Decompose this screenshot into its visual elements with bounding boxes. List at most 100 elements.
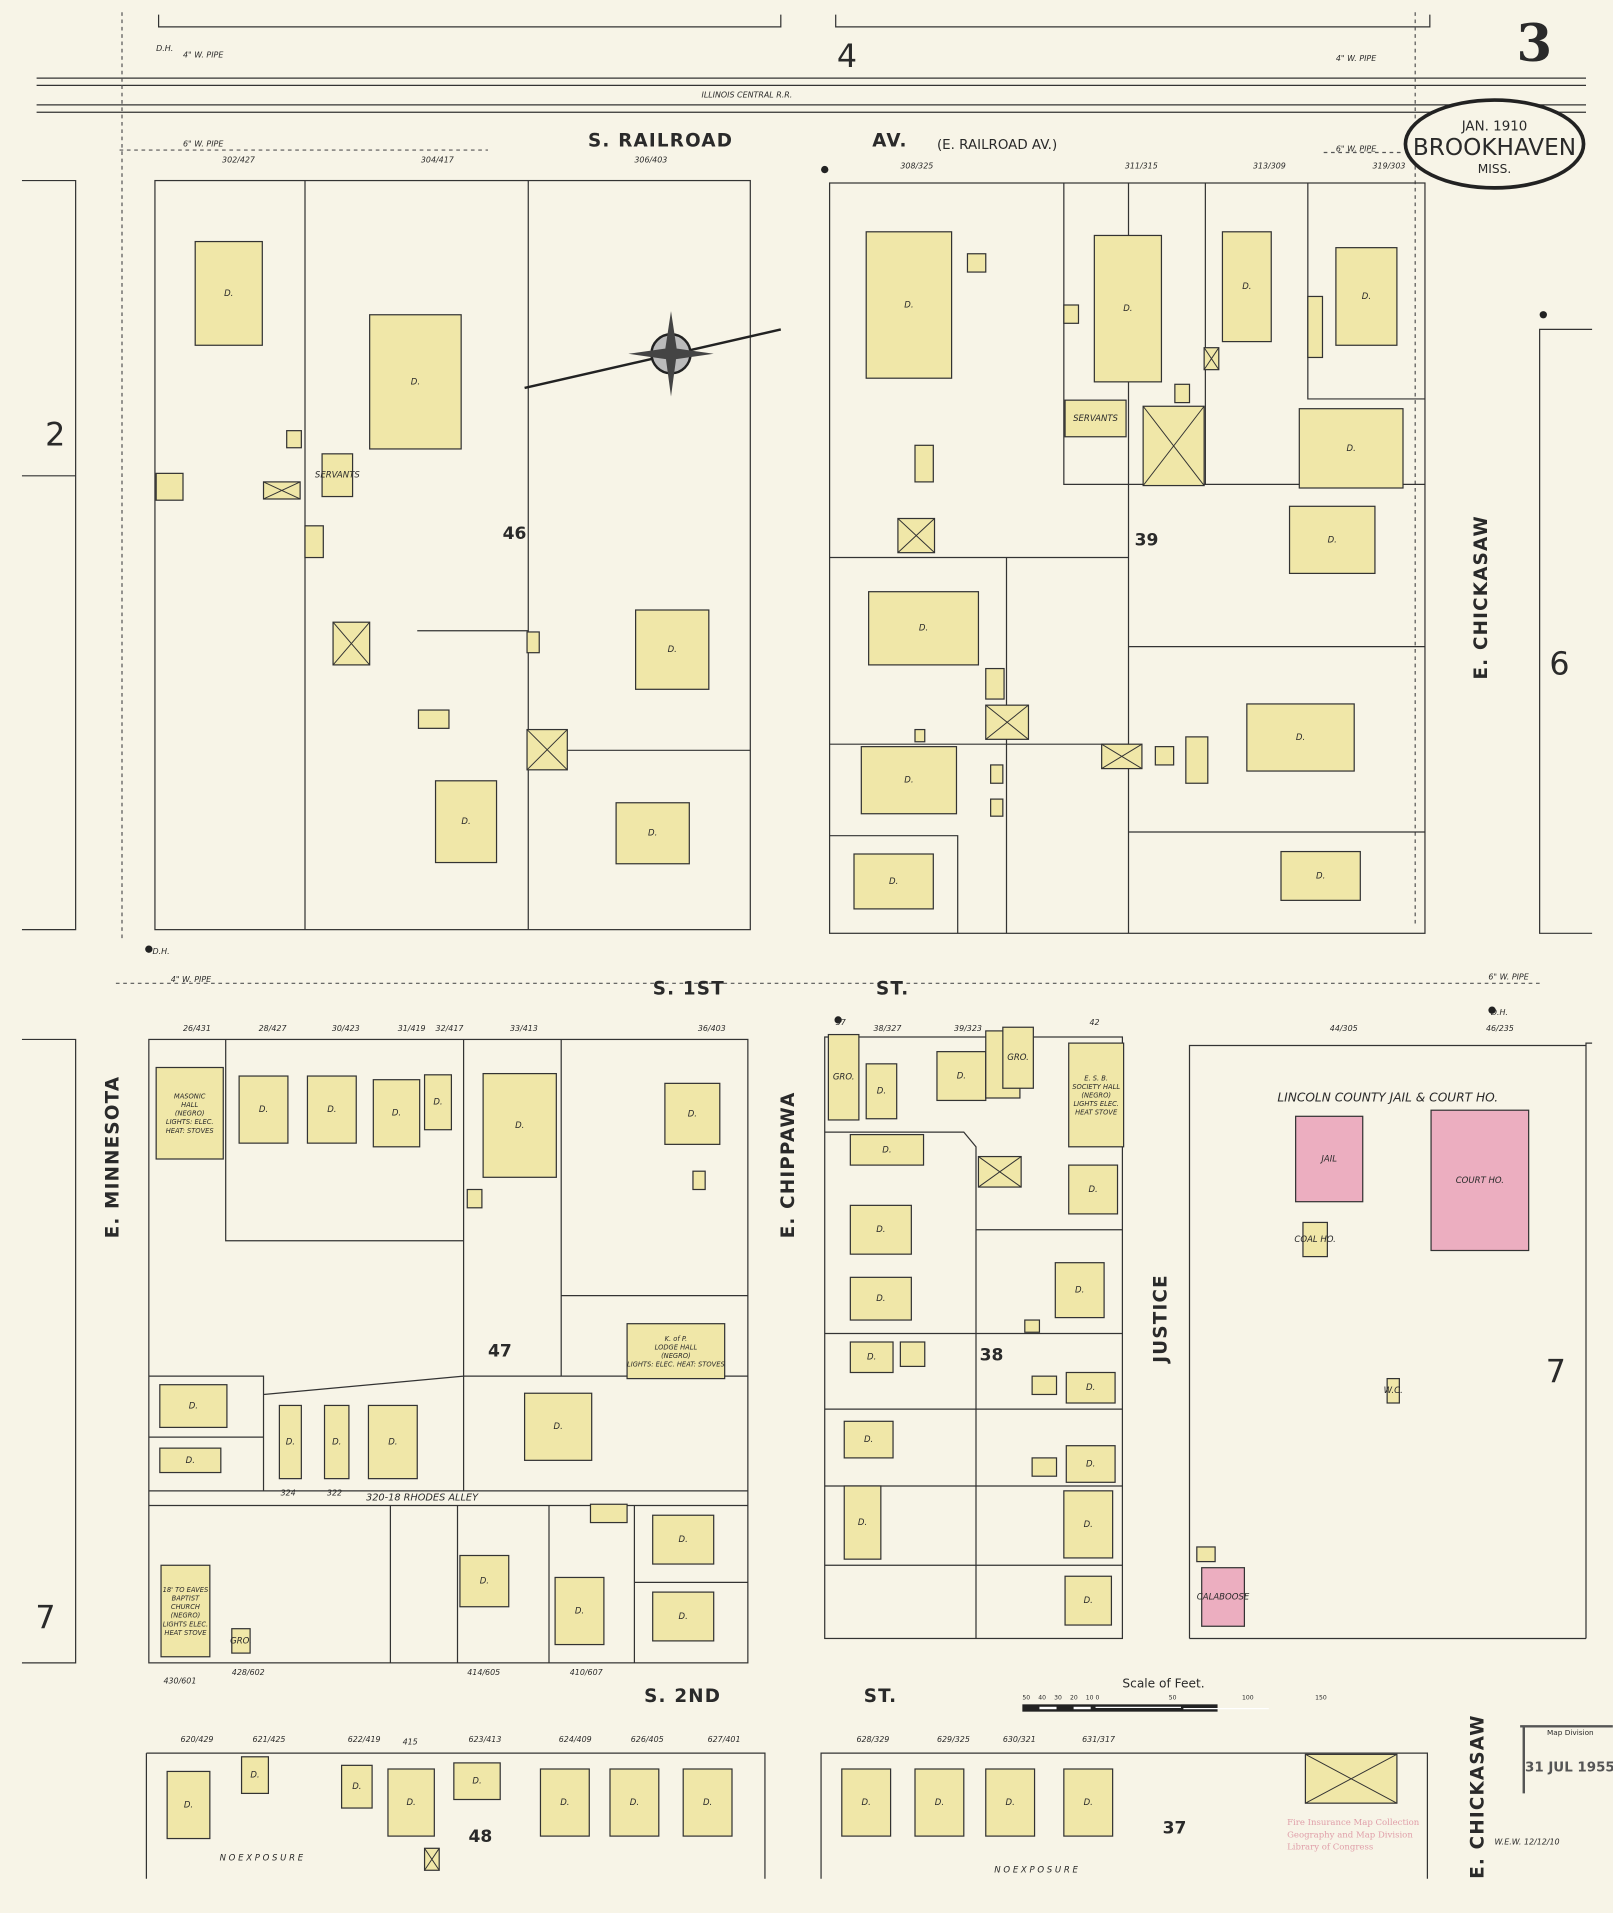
building-dwelling: D. bbox=[159, 1447, 222, 1474]
adjoining-sheet-7[interactable]: 7 bbox=[35, 1601, 55, 1637]
building-dwelling: D. bbox=[387, 1768, 435, 1837]
block-number: 48 bbox=[468, 1827, 492, 1847]
svg-text:Library of Congress: Library of Congress bbox=[1287, 1843, 1373, 1853]
building-label: COAL HO. bbox=[1294, 1235, 1335, 1245]
building-label: D. bbox=[876, 1294, 885, 1304]
pipe-label: 6" W. PIPE bbox=[183, 139, 223, 148]
building-dwelling: D. bbox=[865, 1063, 898, 1120]
building-label: D. bbox=[1086, 1459, 1095, 1469]
address-number: 37 bbox=[836, 1018, 846, 1027]
building bbox=[466, 1188, 483, 1209]
address-number: 622/419 bbox=[348, 1735, 381, 1744]
pipe-label: 4" W. PIPE bbox=[183, 50, 223, 59]
building-label: LIGHTS ELEC. bbox=[1073, 1100, 1118, 1108]
building-label: D. bbox=[1347, 444, 1356, 454]
building-label: D. bbox=[259, 1105, 268, 1115]
scale-tick: 150 bbox=[1315, 1694, 1327, 1701]
building-label: D. bbox=[904, 300, 913, 310]
block-number: 37 bbox=[1163, 1819, 1187, 1839]
building-label: D. bbox=[867, 1353, 876, 1363]
map-date: JAN. 1910 bbox=[1461, 120, 1528, 135]
building-dwelling: D. bbox=[434, 780, 498, 864]
building-dwelling: D. bbox=[369, 314, 462, 450]
hydrant-label: D.H. bbox=[153, 947, 170, 956]
building-label: LIGHTS: ELEC. HEAT: STOVES bbox=[627, 1360, 726, 1368]
building-dwelling: D. bbox=[936, 1051, 987, 1102]
adjoining-sheet-4[interactable]: 4 bbox=[837, 39, 857, 75]
address-number: 319/303 bbox=[1373, 161, 1406, 170]
rhodes-alley: 320-18 RHODES ALLEY bbox=[366, 1493, 479, 1504]
block-number: 39 bbox=[1135, 530, 1159, 550]
building-dwelling: D. bbox=[1280, 850, 1361, 901]
building-label: SOCIETY HALL bbox=[1072, 1083, 1120, 1091]
building bbox=[423, 1847, 440, 1871]
scale-tick: 30 bbox=[1054, 1694, 1062, 1701]
building-label: D. bbox=[1296, 733, 1305, 743]
building-label: D. bbox=[648, 829, 657, 839]
address-number: 42 bbox=[1089, 1018, 1099, 1027]
building bbox=[1203, 347, 1220, 371]
building-dwelling: D. bbox=[985, 1768, 1036, 1837]
building-dwelling: D. bbox=[367, 1404, 418, 1480]
address-number: 31/419 bbox=[398, 1024, 426, 1033]
building-label: D. bbox=[554, 1422, 563, 1432]
building-label: D. bbox=[184, 1800, 193, 1810]
building-label: D. bbox=[957, 1071, 966, 1081]
building-servants: SERVANTS bbox=[315, 453, 360, 498]
pipe-label: 4" W. PIPE bbox=[1336, 54, 1376, 63]
building-label: D. bbox=[433, 1098, 442, 1108]
hydrant-label: D.H. bbox=[156, 44, 173, 53]
building bbox=[897, 517, 936, 554]
building-dwelling: D. bbox=[843, 1485, 882, 1560]
building bbox=[1154, 746, 1175, 766]
building-label: CHURCH bbox=[171, 1603, 200, 1611]
address-number: 410/607 bbox=[570, 1668, 603, 1677]
building-label: D. bbox=[189, 1401, 198, 1411]
building-label: D. bbox=[327, 1105, 336, 1115]
building-dwelling: D. bbox=[635, 609, 710, 690]
address-number: 623/413 bbox=[468, 1735, 501, 1744]
building-label: D. bbox=[286, 1437, 295, 1447]
building-label: D. bbox=[560, 1798, 569, 1808]
building-dwelling: D. bbox=[1288, 505, 1376, 575]
building-dwelling: D. bbox=[240, 1756, 270, 1795]
street-justice: JUSTICE bbox=[1150, 1274, 1171, 1365]
building-label: D. bbox=[332, 1437, 341, 1447]
building-label: D. bbox=[1242, 282, 1251, 292]
building-label: SERVANTS bbox=[315, 471, 360, 481]
building bbox=[286, 430, 302, 449]
building-label: (NEGRO) bbox=[175, 1110, 205, 1118]
pipe-label: 4" W. PIPE bbox=[171, 975, 211, 984]
building-dwelling: D. bbox=[1221, 231, 1272, 343]
building-dwelling: D. bbox=[1063, 1768, 1114, 1837]
building-dwelling: D. bbox=[323, 1404, 350, 1480]
city-name: BROOKHAVEN bbox=[1413, 134, 1576, 161]
building bbox=[1142, 405, 1205, 487]
adjoining-sheet-2[interactable]: 2 bbox=[45, 417, 65, 453]
building-label: LODGE HALL bbox=[655, 1343, 698, 1351]
building-label: D. bbox=[862, 1798, 871, 1808]
building-label: GRO. bbox=[1007, 1053, 1029, 1063]
building bbox=[1024, 1319, 1041, 1333]
address-number: 26/431 bbox=[183, 1024, 211, 1033]
building-wc: W.C. bbox=[1384, 1377, 1403, 1404]
building bbox=[985, 667, 1005, 700]
street-st: ST. bbox=[864, 1686, 898, 1707]
no-exposure-note: N O E X P O S U R E bbox=[220, 1853, 304, 1863]
address-number: 415 bbox=[403, 1738, 418, 1747]
adjoining-sheet-6[interactable]: 6 bbox=[1549, 647, 1569, 683]
building-dwelling: D. bbox=[1065, 1445, 1116, 1483]
building-label: 18' TO EAVES bbox=[163, 1586, 209, 1594]
building-label: LIGHTS ELEC. bbox=[163, 1620, 208, 1628]
building-label: D. bbox=[703, 1798, 712, 1808]
building-label: E. S. B. bbox=[1084, 1074, 1108, 1082]
address-number: 624/409 bbox=[559, 1735, 592, 1744]
block-number: 38 bbox=[980, 1345, 1004, 1365]
building-label: D. bbox=[1086, 1383, 1095, 1393]
building-label: D. bbox=[1328, 535, 1337, 545]
library-stamp: Map Division 31 JUL 1955 bbox=[1520, 1725, 1613, 1794]
building-label: D. bbox=[480, 1577, 489, 1587]
building-label: D. bbox=[679, 1535, 688, 1545]
adjoining-sheet-7[interactable]: 7 bbox=[1546, 1354, 1566, 1390]
scale-tick: 50 bbox=[1022, 1694, 1030, 1701]
